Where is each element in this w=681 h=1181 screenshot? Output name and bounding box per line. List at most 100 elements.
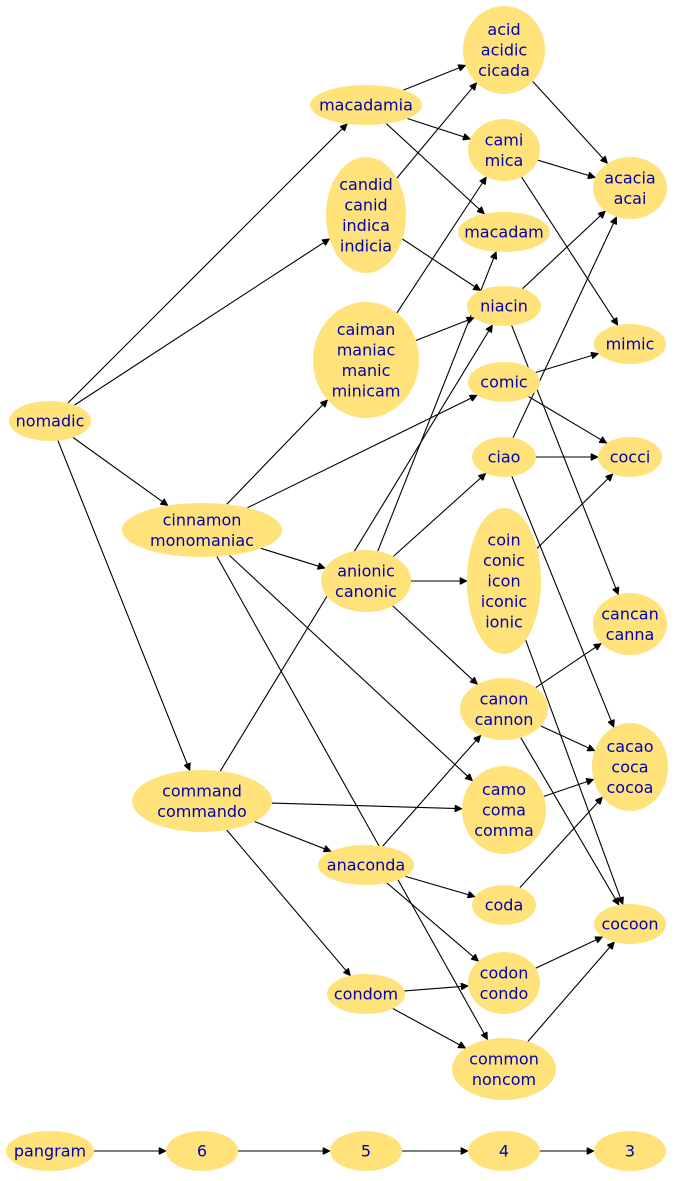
node-common: common noncom [452,1038,556,1100]
node-label: conic [483,551,525,570]
node-ellipse [468,119,540,181]
node-n6: 6 [166,1131,238,1171]
node-cocoon: cocoon [594,904,666,944]
node-acacia: acacia acai [593,157,667,219]
node-label: commando [157,802,247,821]
node-label: canonic [335,582,397,601]
edge-cinnamon-to-camo [229,554,472,780]
node-ellipse [463,6,545,94]
node-ellipse [458,212,550,252]
node-ellipse [452,1038,556,1100]
node-ellipse [468,362,540,402]
node-ellipse [472,885,536,925]
node-label: codon [480,963,529,982]
edge-command-to-condom [226,829,351,976]
node-anionic: anionic canonic [321,550,411,612]
node-label: comic [480,373,527,392]
edge-command-to-camo [271,802,462,809]
node-label: candid [339,175,393,194]
node-label: ionic [485,613,523,632]
node-n3: 3 [594,1131,666,1171]
node-label: common [469,1049,539,1068]
node-label: manic [342,361,391,380]
node-label: cannon [475,710,534,729]
node-label: coda [485,896,524,915]
node-ellipse [132,770,272,832]
edge-comic-to-mimic [535,354,599,374]
node-label: acai [614,189,647,208]
node-label: caiman [337,320,396,339]
node-label: canna [606,625,655,644]
node-ellipse [326,157,406,273]
edge-codon-to-cocoon [535,937,603,969]
edge-caiman-to-niacin [415,318,474,342]
node-ellipse [468,1131,540,1171]
node-ellipse [467,508,541,654]
node-label: condom [334,985,398,1004]
edge-anaconda-to-canon [382,735,481,847]
node-label: cocoon [601,915,658,934]
node-label: acid [487,20,520,39]
node-anaconda: anaconda [318,845,414,885]
node-label: minicam [332,381,401,400]
node-label: anionic [337,561,395,580]
node-label: cicada [478,61,530,80]
node-label: coca [611,758,648,777]
node-label: macadamia [319,96,413,115]
node-label: indica [342,216,390,235]
node-label: mimic [606,335,655,354]
edge-nomadic-to-macadamia [67,124,347,404]
node-label: camo [482,780,526,799]
edge-condom-to-codon [404,986,469,992]
edge-condom-to-common [392,1008,466,1049]
node-nomadic: nomadic [9,401,91,441]
node-label: coin [487,531,520,550]
edge-cinnamon-to-common [216,556,488,1040]
node-label: macadam [464,223,544,242]
node-label: coma [482,801,526,820]
node-ellipse [166,1131,238,1171]
node-comic: comic [468,362,540,402]
edge-canon-to-cocoon [520,737,620,905]
node-ellipse [593,157,667,219]
node-n4: 4 [468,1131,540,1171]
node-label: acacia [604,168,655,187]
node-label: canid [344,195,387,214]
edge-anionic-to-ciao [393,473,485,557]
node-niacin: niacin [467,286,541,326]
node-ellipse [462,766,546,854]
edge-cami-to-acacia [537,159,595,177]
edge-anionic-to-canon [392,605,478,684]
node-ellipse [313,302,419,418]
node-label: 5 [361,1142,371,1161]
node-mimic: mimic [594,324,666,364]
edge-ciao-to-acacia [512,217,617,439]
node-condom: condom [327,974,405,1014]
node-ellipse [9,401,91,441]
node-label: mica [485,151,524,170]
node-label: ciao [488,448,521,467]
node-label: acidic [481,41,527,60]
node-ellipse [330,1131,402,1171]
node-label: noncom [472,1070,536,1089]
node-label: pangram [14,1142,86,1161]
node-label: 6 [197,1142,207,1161]
node-ellipse [327,974,405,1014]
node-ellipse [122,503,282,557]
node-label: 4 [499,1142,509,1161]
node-ellipse [594,1131,666,1171]
node-ciao: ciao [472,437,536,477]
edge-macadamia-to-cami [407,117,470,140]
node-ellipse [594,324,666,364]
edge-common-to-cocoon [527,942,614,1042]
node-macadamia: macadamia [310,85,422,125]
node-label: cinnamon [163,510,242,529]
node-label: niacin [480,297,528,316]
